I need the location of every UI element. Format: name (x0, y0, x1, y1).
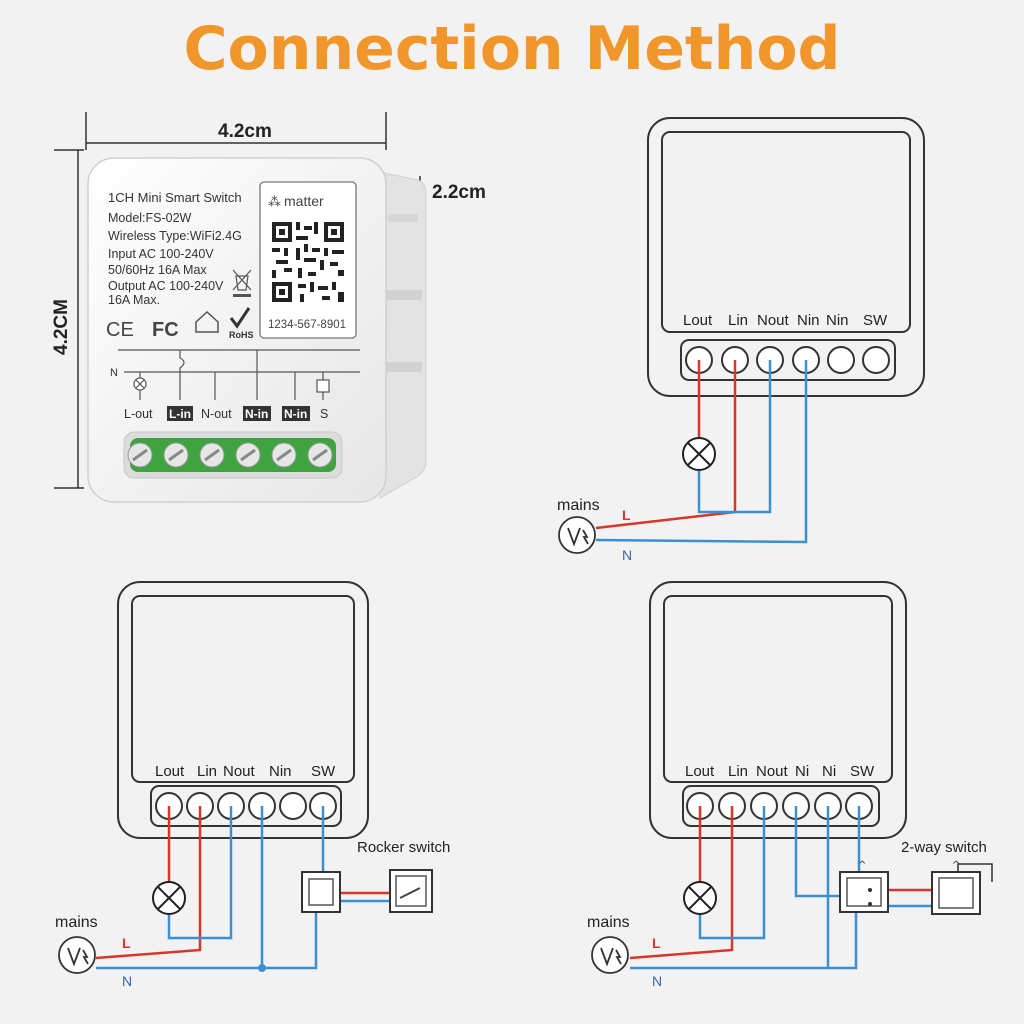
mains-label: mains (557, 497, 600, 514)
terminal-label: Nin (797, 312, 820, 329)
terminal-screws (686, 792, 873, 820)
terminal-label: Lin (197, 763, 217, 780)
mains-plug-icon (58, 936, 96, 974)
device-name: 1CH Mini Smart Switch (108, 190, 242, 205)
junction-dot (258, 964, 266, 972)
home-icon (195, 310, 219, 333)
device-terminal-label: N-out (201, 407, 232, 421)
ce-mark: CE (106, 319, 134, 341)
lamp-icon (152, 881, 186, 915)
mains-label: mains (587, 914, 630, 931)
two-way-switch-label: 2-way switch (901, 839, 987, 856)
mains-plug-icon (591, 936, 629, 974)
mains-plug-icon (558, 516, 596, 554)
width-dimension: 4.2cm (218, 121, 272, 142)
neutral-wires (96, 806, 390, 970)
rohs-check-icon (229, 307, 251, 329)
switch-box-icon (301, 871, 341, 913)
device-model: Model:FS-02W (108, 211, 192, 225)
lamp-icon (682, 437, 716, 471)
diagram-2way-switch: Lout Lin Nout Ni Ni SW (587, 581, 993, 989)
terminal-label: SW (863, 312, 888, 329)
terminal-label: Nout (757, 312, 790, 329)
live-label: L (122, 935, 131, 951)
rocker-switch-label: Rocker switch (357, 839, 450, 856)
neutral-label: N (622, 547, 632, 563)
terminal-screws (685, 346, 890, 374)
rocker-switch-icon (389, 869, 433, 913)
device-illustration: 1CH Mini Smart Switch Model:FS-02W Wirel… (87, 157, 427, 503)
weee-bin-icon (232, 269, 252, 291)
terminal-label: Lin (728, 312, 748, 329)
device-frequency: 50/60Hz 16A Max (108, 263, 207, 277)
dimension-lines (54, 112, 421, 489)
svg-text:^: ^ (858, 860, 866, 871)
matter-brand: matter (284, 193, 324, 209)
terminal-label: Nout (756, 763, 789, 780)
lamp-icon (683, 881, 717, 915)
matter-logo-icon: ⁂ (268, 195, 281, 210)
neutral-label: N (122, 973, 132, 989)
device-terminal-label: N-in (284, 407, 307, 421)
two-way-switch-icon: ^ (931, 860, 993, 915)
live-label: L (622, 507, 631, 523)
device-code: 1234-567-8901 (268, 319, 346, 331)
live-wires (95, 806, 390, 960)
terminal-label: Lout (683, 312, 713, 329)
device-max: 16A Max. (108, 293, 160, 307)
terminal-label: Nin (269, 763, 292, 780)
terminal-label: Nout (223, 763, 256, 780)
neutral-wires (595, 360, 808, 544)
terminal-label: SW (850, 763, 875, 780)
terminal-label: Lout (685, 763, 715, 780)
device-schematic (118, 349, 360, 400)
device-neutral-label: N (110, 367, 118, 379)
mains-label: mains (55, 914, 98, 931)
terminal-label: Lout (155, 763, 185, 780)
live-wires (595, 360, 737, 530)
terminal-label: SW (311, 763, 336, 780)
terminal-label: Ni (822, 763, 836, 780)
terminal-label: Ni (795, 763, 809, 780)
depth-dimension: 2.2cm (432, 182, 486, 203)
fc-mark: FC (152, 319, 179, 341)
page-title: Connection Method (183, 14, 841, 84)
terminal-label: Lin (728, 763, 748, 780)
device-screw-terminals (127, 442, 333, 468)
device-terminal-label: S (320, 407, 328, 421)
device-terminal-label: L-out (124, 407, 153, 421)
diagram-rocker-switch: Lout Lin Nout Nin SW (55, 581, 450, 989)
terminal-label: Nin (826, 312, 849, 329)
neutral-label: N (652, 973, 662, 989)
svg-text:^: ^ (952, 860, 960, 871)
live-label: L (652, 935, 661, 951)
height-dimension: 4.2CM (51, 299, 72, 355)
switch-box-icon: ^ (839, 860, 889, 913)
qr-code-icon (272, 222, 344, 302)
device-terminal-label: N-in (245, 407, 268, 421)
rohs-mark: RoHS (229, 330, 254, 340)
device-terminal-label: L-in (169, 407, 191, 421)
device-wireless: Wireless Type:WiFi2.4G (108, 229, 242, 243)
diagram-basic: Lout Lin Nout Nin Nin SW mains L N (557, 117, 925, 563)
device-output: Output AC 100-240V (108, 279, 224, 293)
terminal-screws (155, 792, 337, 820)
device-input: Input AC 100-240V (108, 247, 214, 261)
